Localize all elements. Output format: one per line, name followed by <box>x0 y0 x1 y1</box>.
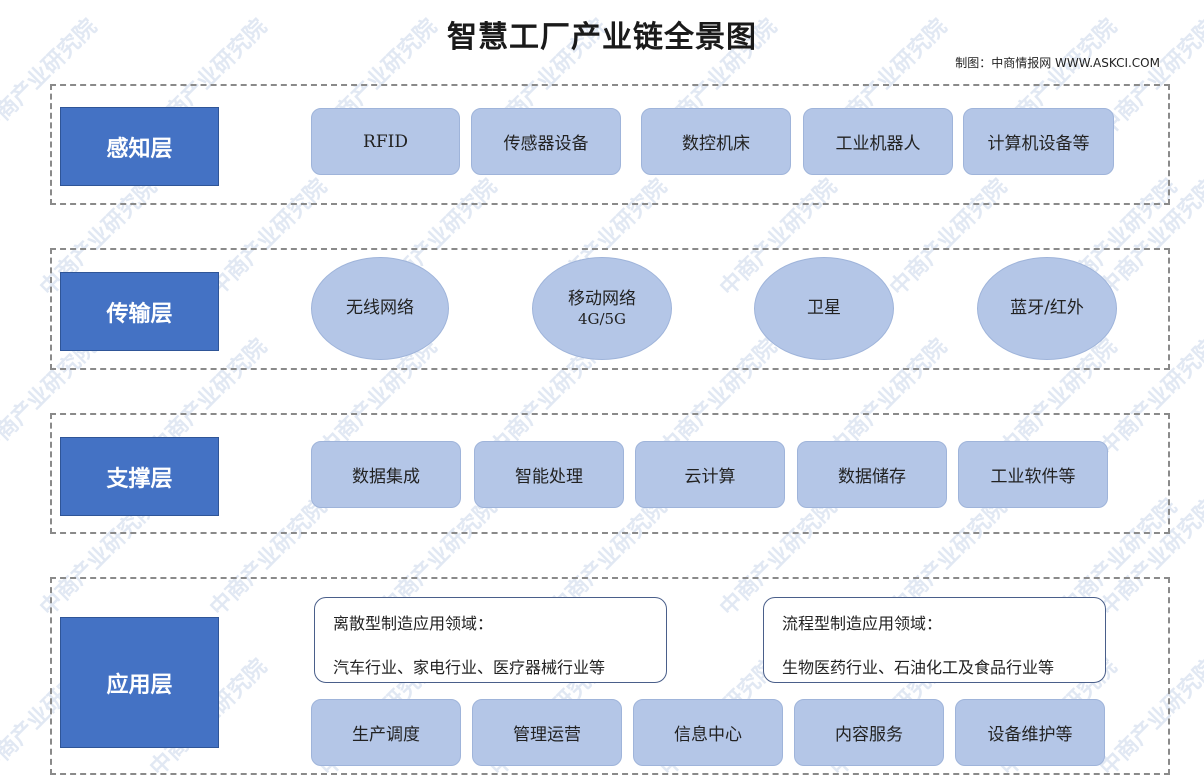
transmission-item-satellite-text: 卫星 <box>807 298 841 319</box>
discrete-manufacturing-industries: 汽车行业、家电行业、医疗器械行业等 <box>333 658 606 677</box>
support-item-cloud: 云计算 <box>635 441 785 508</box>
support-item-integration: 数据集成 <box>311 441 461 508</box>
process-manufacturing-box: 流程型制造应用领域： 生物医药行业、石油化工及食品行业等 <box>763 597 1106 683</box>
discrete-manufacturing-box: 离散型制造应用领域： 汽车行业、家电行业、医疗器械行业等 <box>314 597 667 683</box>
support-item-processing: 智能处理 <box>474 441 624 508</box>
perception-item-computer: 计算机设备等 <box>963 108 1114 175</box>
perception-layer-label: 感知层 <box>60 107 219 186</box>
support-layer-label: 支撑层 <box>60 437 219 516</box>
transmission-item-bluetooth-text: 蓝牙/红外 <box>1010 298 1084 319</box>
support-item-software: 工业软件等 <box>958 441 1108 508</box>
application-item-maintenance: 设备维护等 <box>955 699 1105 766</box>
application-item-info-center: 信息中心 <box>633 699 783 766</box>
perception-layer-frame <box>50 84 1170 205</box>
application-item-scheduling: 生产调度 <box>311 699 461 766</box>
application-item-content-service: 内容服务 <box>794 699 944 766</box>
support-item-storage: 数据储存 <box>797 441 947 508</box>
application-layer-label: 应用层 <box>60 617 219 748</box>
page-title: 智慧工厂产业链全景图 <box>447 20 757 55</box>
transmission-item-wireless-text: 无线网络 <box>346 298 414 319</box>
perception-item-robot: 工业机器人 <box>803 108 953 175</box>
transmission-item-mobile-text: 移动网络 <box>568 288 636 309</box>
application-item-operations: 管理运营 <box>472 699 622 766</box>
transmission-item-bluetooth: 蓝牙/红外 <box>977 257 1117 360</box>
transmission-layer-label: 传输层 <box>60 272 219 351</box>
transmission-item-satellite: 卫星 <box>754 257 894 360</box>
transmission-item-mobile-sub: 4G/5G <box>577 309 627 328</box>
perception-item-sensors: 传感器设备 <box>471 108 621 175</box>
support-layer-frame <box>50 413 1170 534</box>
transmission-item-wireless: 无线网络 <box>311 257 449 360</box>
perception-item-rfid: RFID <box>311 108 460 175</box>
transmission-item-mobile: 移动网络 4G/5G <box>532 257 672 360</box>
process-manufacturing-heading: 流程型制造应用领域： <box>782 614 943 633</box>
discrete-manufacturing-heading: 离散型制造应用领域： <box>333 614 494 633</box>
application-layer-frame <box>50 577 1170 775</box>
source-credit: 制图：中商情报网 WWW.ASKCI.COM <box>955 56 1160 70</box>
perception-item-cnc: 数控机床 <box>641 108 791 175</box>
process-manufacturing-industries: 生物医药行业、石油化工及食品行业等 <box>782 658 1055 677</box>
transmission-layer-frame <box>50 248 1170 370</box>
